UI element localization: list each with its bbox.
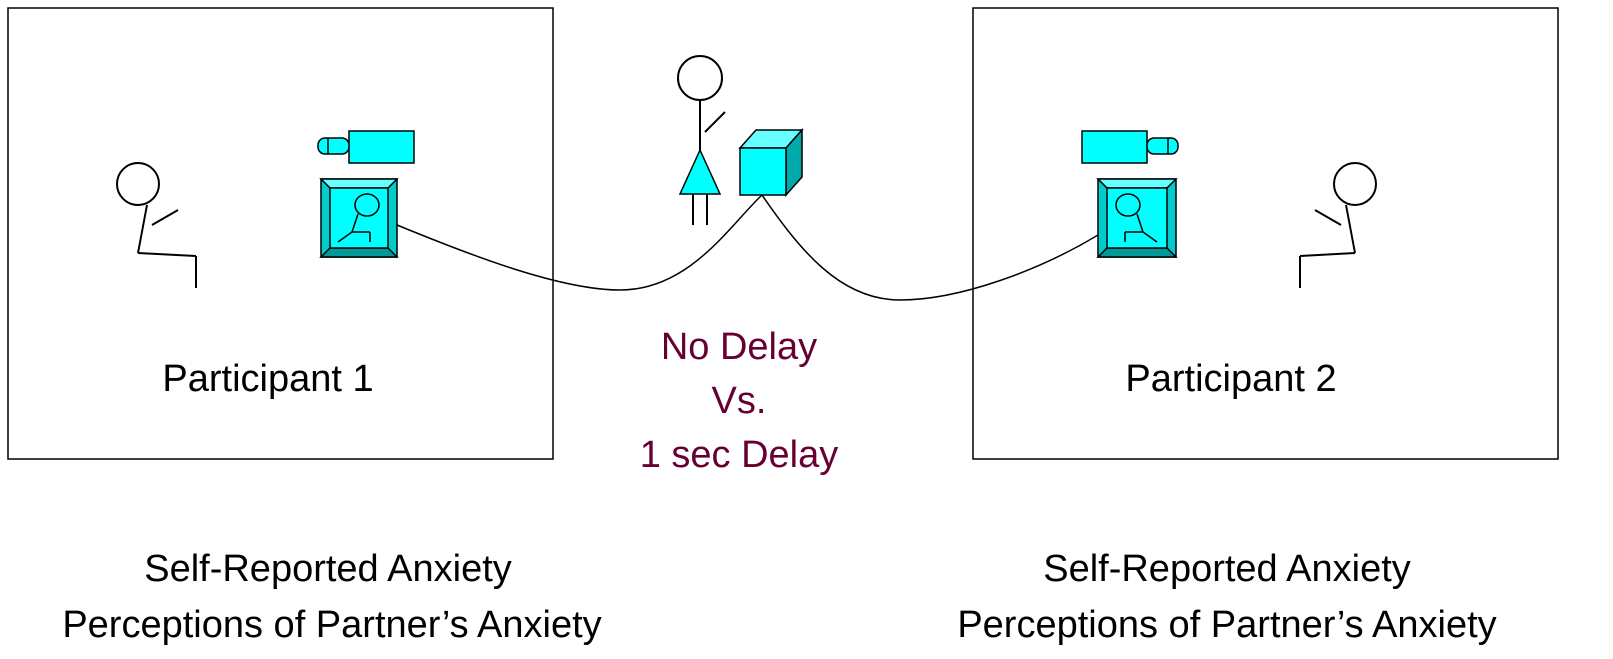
measure-item: Self-Reported Anxiety <box>1043 548 1411 590</box>
cable-left <box>396 194 763 291</box>
condition-line-2: Vs. <box>712 380 767 422</box>
participant-1-label: Participant 1 <box>162 358 373 400</box>
cable-right <box>761 194 1099 301</box>
participant-1-measures: Self-Reported Anxiety Perceptions of Par… <box>62 548 601 646</box>
condition-line-1: No Delay <box>661 326 817 368</box>
person-icon <box>116 162 197 288</box>
measure-item: Perceptions of Partner’s Anxiety <box>957 604 1496 646</box>
condition-line-3: 1 sec Delay <box>640 434 839 476</box>
condition-label: No Delay Vs. 1 sec Delay <box>640 326 839 476</box>
measure-item: Self-Reported Anxiety <box>144 548 512 590</box>
delay-device-icon <box>738 128 804 197</box>
participant-2-room <box>972 7 1559 460</box>
participant-1-room <box>7 7 554 460</box>
participant-2-measures: Self-Reported Anxiety Perceptions of Par… <box>957 548 1496 646</box>
participant-2-label: Participant 2 <box>1125 358 1336 400</box>
experimenter-icon <box>677 55 726 225</box>
monitor-icon <box>1096 178 1178 258</box>
measure-item: Perceptions of Partner’s Anxiety <box>62 604 601 646</box>
person-icon <box>1299 162 1377 288</box>
video-camera-icon <box>317 130 415 164</box>
video-camera-icon <box>1081 130 1179 164</box>
monitor-icon <box>319 178 399 258</box>
